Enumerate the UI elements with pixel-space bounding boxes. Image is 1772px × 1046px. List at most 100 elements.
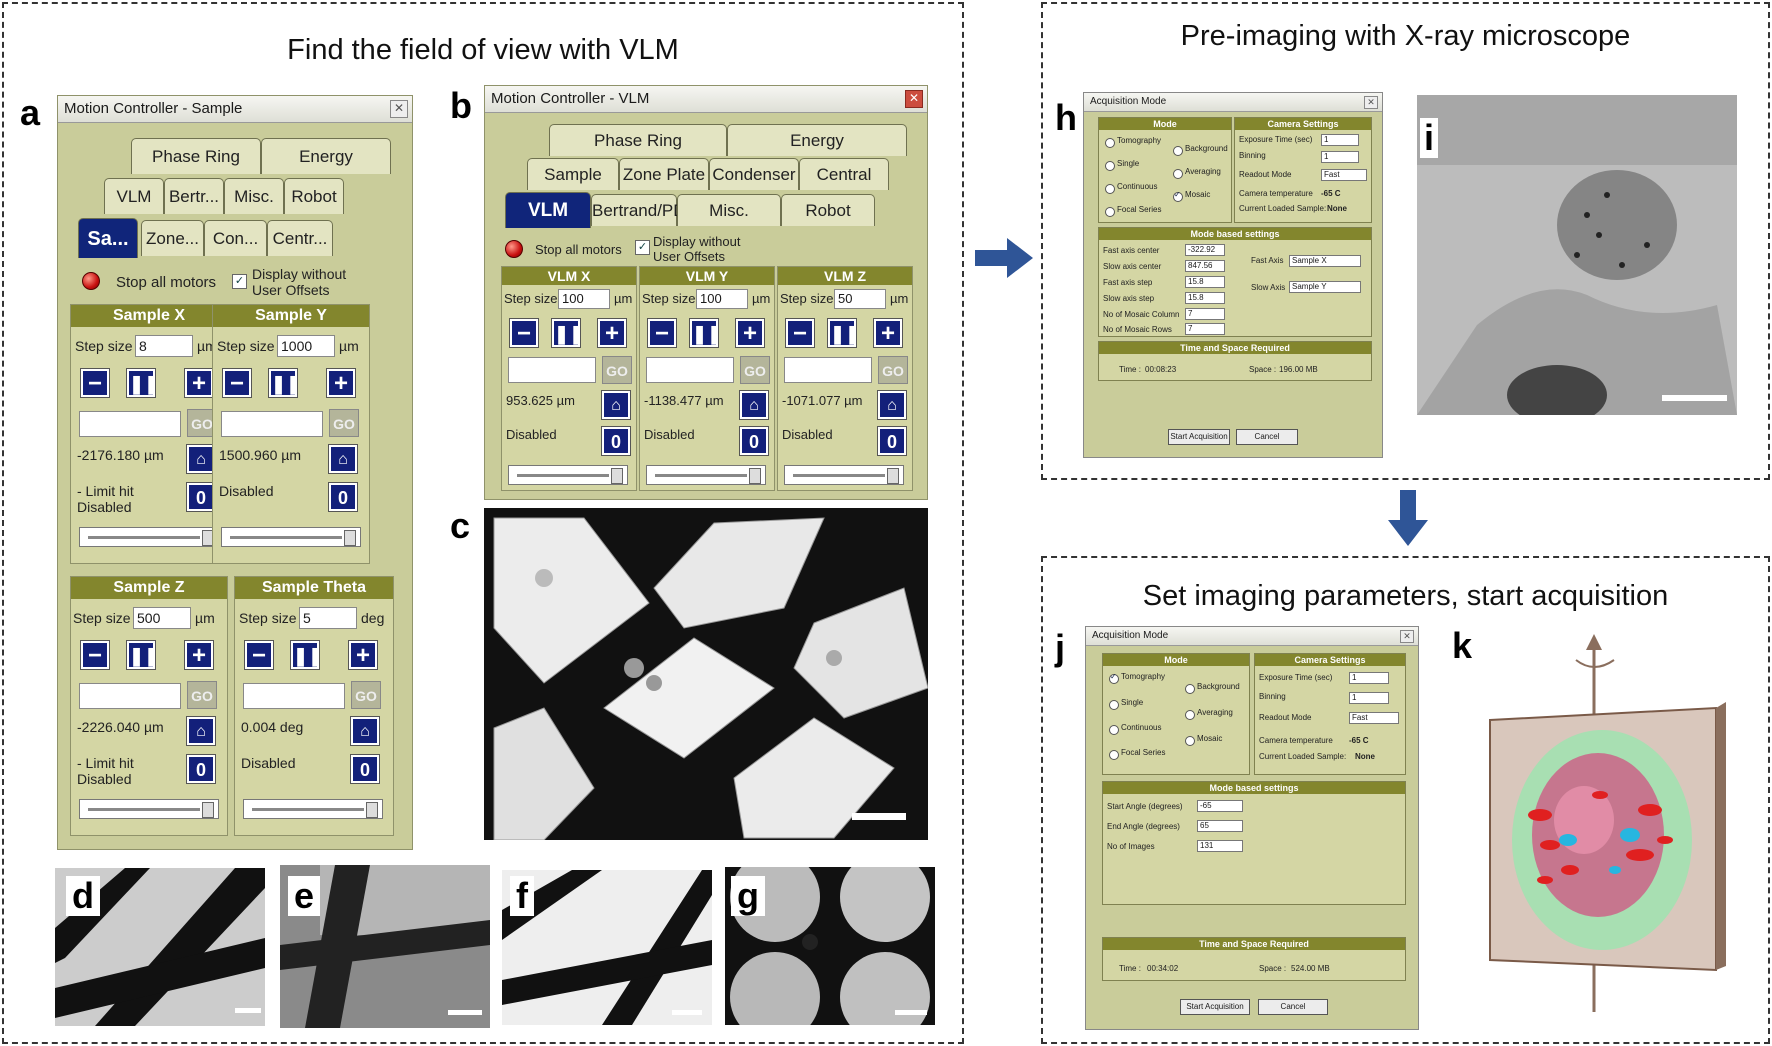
tab-robot[interactable]: Robot (284, 178, 344, 214)
close-icon[interactable]: ✕ (905, 90, 923, 108)
tab-bertrand-pd[interactable]: Bertrand/PD (591, 194, 686, 226)
pause-button[interactable]: ❚❚ (127, 369, 159, 397)
stop-motors-label[interactable]: Stop all motors (535, 242, 622, 257)
pause-button[interactable]: ❚❚ (828, 319, 860, 347)
minus-button[interactable]: − (223, 369, 251, 397)
plus-button[interactable]: + (349, 641, 377, 669)
tab-sample[interactable]: Sample (527, 158, 619, 190)
position-slider[interactable] (508, 465, 628, 485)
tab-phase-ring[interactable]: Phase Ring (131, 138, 261, 174)
cancel-button[interactable]: Cancel (1258, 999, 1328, 1015)
position-slider[interactable] (243, 799, 383, 819)
position-slider[interactable] (79, 527, 219, 547)
setting-input[interactable]: 7 (1185, 323, 1225, 335)
plus-button[interactable]: + (185, 641, 213, 669)
radio-tomography[interactable] (1105, 138, 1115, 148)
go-button[interactable]: GO (740, 356, 770, 384)
stop-motors-icon[interactable] (82, 272, 100, 290)
target-position-input[interactable] (784, 357, 872, 383)
tab-phase-ring[interactable]: Phase Ring (549, 124, 727, 156)
radio-continuous[interactable] (1105, 184, 1115, 194)
radio-averaging[interactable] (1185, 710, 1195, 720)
radio-continuous[interactable] (1109, 725, 1119, 735)
tab-central-stop[interactable]: Central Stop (799, 158, 889, 216)
pause-button[interactable]: ❚❚ (690, 319, 722, 347)
step-size-input[interactable]: 50 (834, 289, 886, 309)
position-slider[interactable] (646, 465, 766, 485)
home-button[interactable]: ⌂ (351, 717, 379, 745)
zero-button[interactable]: 0 (329, 483, 357, 511)
target-position-input[interactable] (243, 683, 345, 709)
tab-sample[interactable]: Sa... (78, 218, 138, 258)
pause-button[interactable]: ❚❚ (291, 641, 323, 669)
plus-button[interactable]: + (185, 369, 213, 397)
home-button[interactable]: ⌂ (878, 391, 906, 419)
tab-vlm[interactable]: VLM (104, 178, 164, 214)
tab-misc[interactable]: Misc. (224, 178, 284, 214)
pause-button[interactable]: ❚❚ (552, 319, 584, 347)
radio-background[interactable] (1185, 684, 1195, 694)
home-button[interactable]: ⌂ (187, 445, 215, 473)
minus-button[interactable]: − (786, 319, 814, 347)
tab-misc[interactable]: Misc. (677, 194, 781, 226)
setting-input[interactable]: -65 (1197, 800, 1243, 812)
home-button[interactable]: ⌂ (740, 391, 768, 419)
pause-button[interactable]: ❚❚ (269, 369, 301, 397)
position-slider[interactable] (221, 527, 361, 547)
tab-energy[interactable]: Energy (727, 124, 907, 156)
pause-button[interactable]: ❚❚ (127, 641, 159, 669)
cancel-button[interactable]: Cancel (1236, 429, 1298, 445)
tab-zone[interactable]: Zone... (141, 220, 204, 256)
step-size-input[interactable]: 500 (133, 607, 191, 629)
binning-select[interactable]: 1 (1321, 151, 1359, 163)
go-button[interactable]: GO (878, 356, 908, 384)
tab-bertrand[interactable]: Bertr... (164, 178, 224, 214)
minus-button[interactable]: − (648, 319, 676, 347)
setting-input[interactable]: 847.56 (1185, 260, 1225, 272)
radio-single[interactable] (1105, 161, 1115, 171)
target-position-input[interactable] (221, 411, 323, 437)
zero-button[interactable]: 0 (187, 755, 215, 783)
display-offsets-checkbox[interactable]: ✓ (232, 274, 247, 289)
radio-focal-series[interactable] (1109, 750, 1119, 760)
setting-input[interactable]: 131 (1197, 840, 1243, 852)
zero-button[interactable]: 0 (740, 427, 768, 455)
plus-button[interactable]: + (327, 369, 355, 397)
minus-button[interactable]: − (81, 641, 109, 669)
home-button[interactable]: ⌂ (329, 445, 357, 473)
setting-input[interactable]: -322.92 (1185, 244, 1225, 256)
exposure-input[interactable]: 1 (1349, 672, 1389, 684)
close-icon[interactable]: ✕ (1364, 96, 1378, 109)
setting-input[interactable]: 15.8 (1185, 292, 1225, 304)
home-button[interactable]: ⌂ (602, 391, 630, 419)
plus-button[interactable]: + (736, 319, 764, 347)
radio-averaging[interactable] (1173, 169, 1183, 179)
slow-axis-select[interactable]: Sample Y (1289, 281, 1361, 293)
zero-button[interactable]: 0 (351, 755, 379, 783)
exposure-input[interactable]: 1 (1321, 134, 1359, 146)
go-button[interactable]: GO (351, 681, 381, 709)
go-button[interactable]: GO (329, 409, 359, 437)
position-slider[interactable] (79, 799, 219, 819)
step-size-input[interactable]: 8 (135, 335, 193, 357)
tab-robot[interactable]: Robot (781, 194, 875, 226)
go-button[interactable]: GO (602, 356, 632, 384)
setting-input[interactable]: 65 (1197, 820, 1243, 832)
display-offsets-checkbox[interactable]: ✓ (635, 240, 650, 255)
step-size-input[interactable]: 1000 (277, 335, 335, 357)
radio-mosaic[interactable] (1173, 190, 1183, 202)
start-acquisition-button[interactable]: Start Acquisition (1180, 999, 1250, 1015)
position-slider[interactable] (784, 465, 904, 485)
go-button[interactable]: GO (187, 681, 217, 709)
target-position-input[interactable] (79, 411, 181, 437)
zero-button[interactable]: 0 (602, 427, 630, 455)
setting-input[interactable]: 7 (1185, 308, 1225, 320)
readout-select[interactable]: Fast (1349, 712, 1399, 724)
minus-button[interactable]: − (245, 641, 273, 669)
plus-button[interactable]: + (598, 319, 626, 347)
stop-motors-label[interactable]: Stop all motors (116, 274, 217, 291)
close-icon[interactable]: ✕ (1400, 630, 1414, 643)
radio-mosaic[interactable] (1185, 736, 1195, 746)
binning-select[interactable]: 1 (1349, 692, 1389, 704)
readout-select[interactable]: Fast (1321, 169, 1367, 181)
